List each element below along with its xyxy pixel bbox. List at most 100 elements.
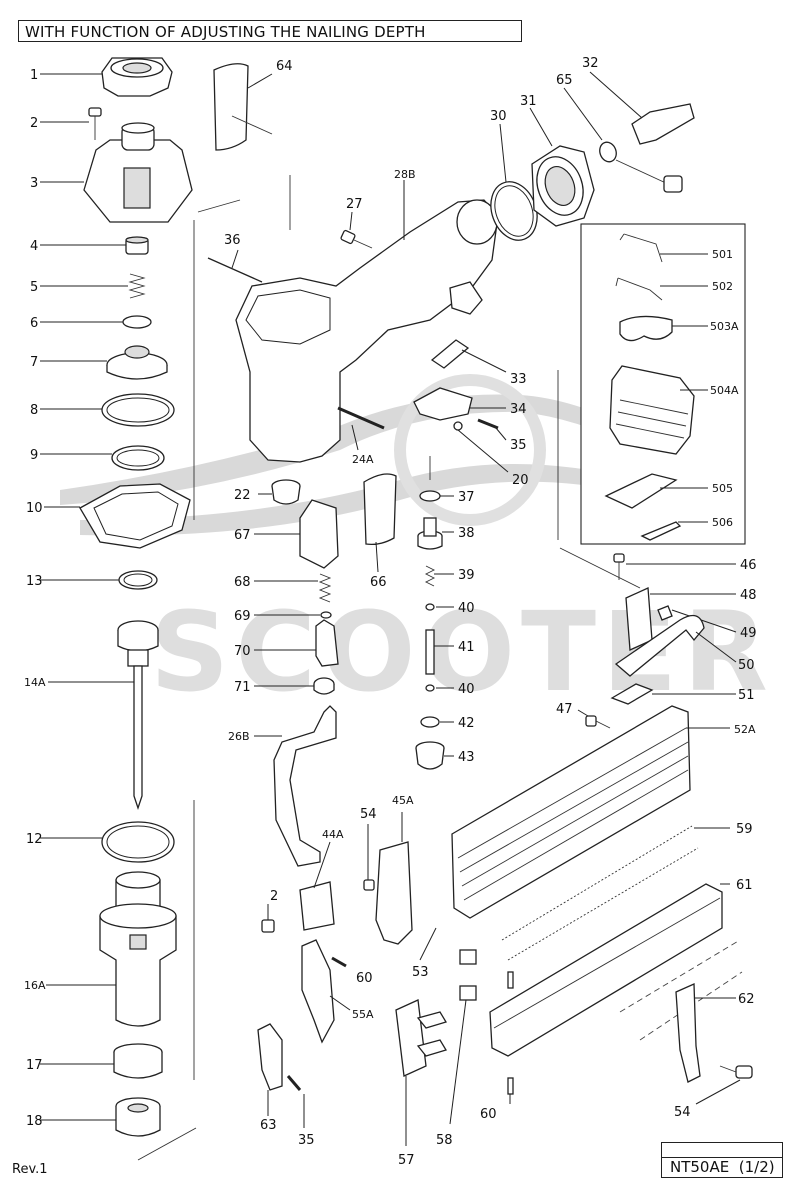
label-49: 49 — [740, 626, 757, 641]
label-61: 61 — [736, 878, 753, 893]
title-box: WITH FUNCTION OF ADJUSTING THE NAILING D… — [18, 20, 522, 42]
part-17-ring — [40, 1043, 163, 1079]
label-35: 35 — [510, 438, 527, 453]
part-50-hook — [614, 614, 737, 677]
part-16A-cylinder — [46, 871, 177, 1027]
label-67: 67 — [234, 528, 251, 543]
part-51-plate — [610, 683, 736, 705]
label-39: 39 — [458, 568, 475, 583]
label-42: 42 — [458, 716, 475, 731]
assembly-lines — [137, 175, 291, 1161]
model-number: NT50AE — [670, 1158, 730, 1176]
label-2: 2 — [30, 116, 38, 131]
label-66: 66 — [370, 575, 387, 590]
part-20-screw — [453, 421, 509, 473]
part-39-spring — [424, 565, 454, 587]
label-38: 38 — [458, 526, 475, 541]
part-63-lever — [257, 1023, 283, 1116]
label-32: 32 — [582, 56, 599, 71]
diagram-title: WITH FUNCTION OF ADJUSTING THE NAILING D… — [25, 23, 426, 41]
part-18-bumper — [40, 1097, 161, 1137]
label-64: 64 — [276, 59, 293, 74]
part-2-screw-lower — [261, 904, 275, 933]
part-59-spring — [501, 825, 730, 941]
label-51: 51 — [738, 688, 755, 703]
part-35-pin-lower — [286, 1075, 305, 1128]
label-12: 12 — [26, 832, 43, 847]
part-4-bushing — [40, 236, 149, 255]
part-28B-body — [235, 180, 499, 463]
label-62: 62 — [738, 992, 755, 1007]
label-28B: 28B — [394, 168, 416, 181]
part-71-dial — [254, 677, 335, 695]
part-3-cylinder-cap — [40, 122, 193, 223]
label-502: 502 — [712, 280, 733, 293]
part-9-o-ring — [40, 445, 165, 471]
accessory-box — [580, 223, 746, 545]
label-54-lower: 54 — [674, 1105, 691, 1120]
label-9: 9 — [30, 448, 38, 463]
label-8: 8 — [30, 403, 38, 418]
label-10: 10 — [26, 501, 43, 516]
label-41: 41 — [458, 640, 475, 655]
part-67-valve-guide — [254, 499, 339, 569]
part-57-plate — [395, 999, 447, 1146]
label-57: 57 — [398, 1153, 415, 1168]
label-24A: 24A — [352, 453, 374, 466]
part-2-screw — [40, 107, 102, 140]
part-42-washer — [420, 716, 454, 728]
part-10-gasket — [44, 483, 191, 549]
part-60-pin-upper — [331, 956, 347, 968]
label-46: 46 — [740, 558, 757, 573]
label-2-lower: 2 — [270, 889, 278, 904]
label-33: 33 — [510, 372, 527, 387]
part-32-air-plug — [589, 71, 695, 145]
label-22: 22 — [234, 488, 251, 503]
part-12-o-ring — [40, 821, 175, 863]
label-35-lower: 35 — [298, 1133, 315, 1148]
part-31-end-cap — [529, 107, 595, 227]
label-70: 70 — [234, 644, 251, 659]
label-3: 3 — [30, 176, 38, 191]
part-52A-magazine — [451, 705, 730, 919]
label-40: 40 — [458, 601, 475, 616]
part-7-valve-piston — [40, 345, 168, 380]
label-6: 6 — [30, 316, 38, 331]
part-60-pin-lower — [507, 1077, 514, 1104]
label-506: 506 — [712, 516, 733, 529]
part-14A-piston-driver — [48, 620, 159, 811]
part-13-o-ring — [40, 570, 158, 590]
label-40-lower: 40 — [458, 682, 475, 697]
part-34-trigger — [413, 387, 506, 421]
model-label: NT50AE (1/2) — [670, 1158, 775, 1176]
label-20: 20 — [512, 473, 529, 488]
label-55A: 55A — [352, 1008, 374, 1021]
label-31: 31 — [520, 94, 537, 109]
part-54-screw-upper — [363, 824, 375, 891]
label-505: 505 — [712, 482, 733, 495]
label-44A: 44A — [322, 828, 344, 841]
label-18: 18 — [26, 1114, 43, 1129]
part-58-guide-block — [449, 949, 477, 1125]
label-43: 43 — [458, 750, 475, 765]
label-60-upper: 60 — [356, 971, 373, 986]
label-17: 17 — [26, 1058, 43, 1073]
part-40-o-ring — [425, 603, 454, 611]
part-35-pin — [477, 418, 507, 441]
label-503A: 503A — [710, 320, 739, 333]
label-16A: 16A — [24, 979, 46, 992]
part-37-washer — [419, 490, 454, 502]
part-53-nose-plate — [419, 927, 437, 961]
label-34: 34 — [510, 402, 527, 417]
label-4: 4 — [30, 239, 38, 254]
part-41-valve-stem — [425, 629, 454, 675]
watermark: SCOOTER — [60, 374, 768, 716]
label-63: 63 — [260, 1118, 277, 1133]
label-1: 1 — [30, 68, 38, 83]
part-27-screw — [340, 211, 373, 249]
label-37: 37 — [458, 490, 475, 505]
label-13: 13 — [26, 574, 43, 589]
label-504A: 504A — [710, 384, 739, 397]
label-14A: 14A — [24, 676, 46, 689]
